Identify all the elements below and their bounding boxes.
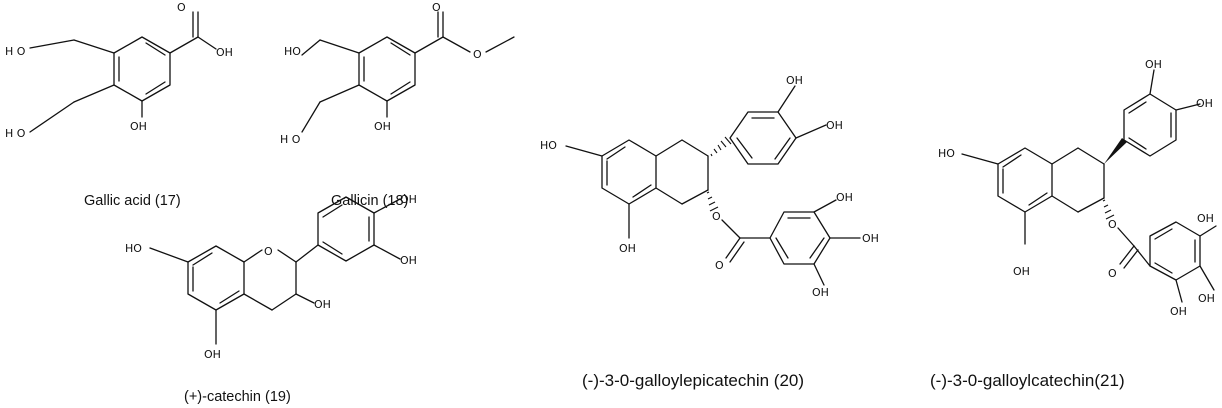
label-ho: HO (125, 242, 142, 255)
label-o: O (473, 48, 482, 61)
structure-gallic-acid: H O H O OH OH O Gallic acid (17) (5, 1, 233, 209)
label-ho: H O (5, 127, 26, 140)
label-oh: OH (862, 232, 879, 245)
label-oh: OH (314, 298, 331, 311)
wedge-bond (1104, 138, 1127, 164)
label-ho: HO (540, 139, 557, 152)
label-ho: H O (5, 45, 26, 58)
caption-catechin: (+)-catechin (19) (184, 389, 291, 405)
hashed-bond (710, 136, 732, 157)
label-oh: OH (1197, 212, 1214, 225)
hashed-bond (1102, 199, 1115, 220)
caption-galloylcatechin: (-)-3-0-galloylcatechin(21) (930, 371, 1125, 390)
label-ho: HO (284, 45, 301, 58)
label-ho: H O (280, 133, 301, 146)
label-o: O (264, 245, 273, 258)
label-o: O (712, 210, 721, 223)
label-ho: HO (938, 147, 955, 160)
label-o: O (715, 259, 724, 272)
label-o: O (432, 1, 441, 14)
label-oh: OH (826, 119, 843, 132)
hashed-bond (706, 191, 719, 212)
label-oh: OH (400, 193, 417, 206)
caption-gallic-acid: Gallic acid (17) (84, 193, 181, 209)
label-oh: OH (1198, 292, 1215, 305)
label-oh: OH (216, 46, 233, 59)
caption-galloylepicatechin: (-)-3-0-galloylepicatechin (20) (582, 371, 804, 390)
label-oh: OH (400, 254, 417, 267)
label-oh: OH (812, 286, 829, 299)
label-o: O (177, 1, 186, 14)
label-oh: OH (619, 242, 636, 255)
label-oh: OH (786, 74, 803, 87)
label-o: O (1108, 218, 1117, 231)
structure-galloylepicatechin: HO OH O O OH OH OH OH OH (-)-3-0-galloyl… (540, 74, 879, 390)
structure-gallicin: HO H O OH O O Gallicin (18) (280, 1, 515, 209)
label-oh: OH (1013, 265, 1030, 278)
structure-catechin: HO O OH OH OH OH (+)-catechin (19) (125, 193, 417, 405)
label-oh: OH (836, 191, 853, 204)
structure-galloylcatechin: HO OH O O OH OH OH OH OH (-)-3-0-galloyl… (930, 58, 1217, 390)
label-oh: OH (1170, 305, 1187, 318)
label-oh: OH (374, 120, 391, 133)
label-o: O (1108, 267, 1117, 280)
label-oh: OH (204, 348, 221, 361)
label-oh: OH (130, 120, 147, 133)
label-oh: OH (1196, 97, 1213, 110)
label-oh: OH (1145, 58, 1162, 71)
